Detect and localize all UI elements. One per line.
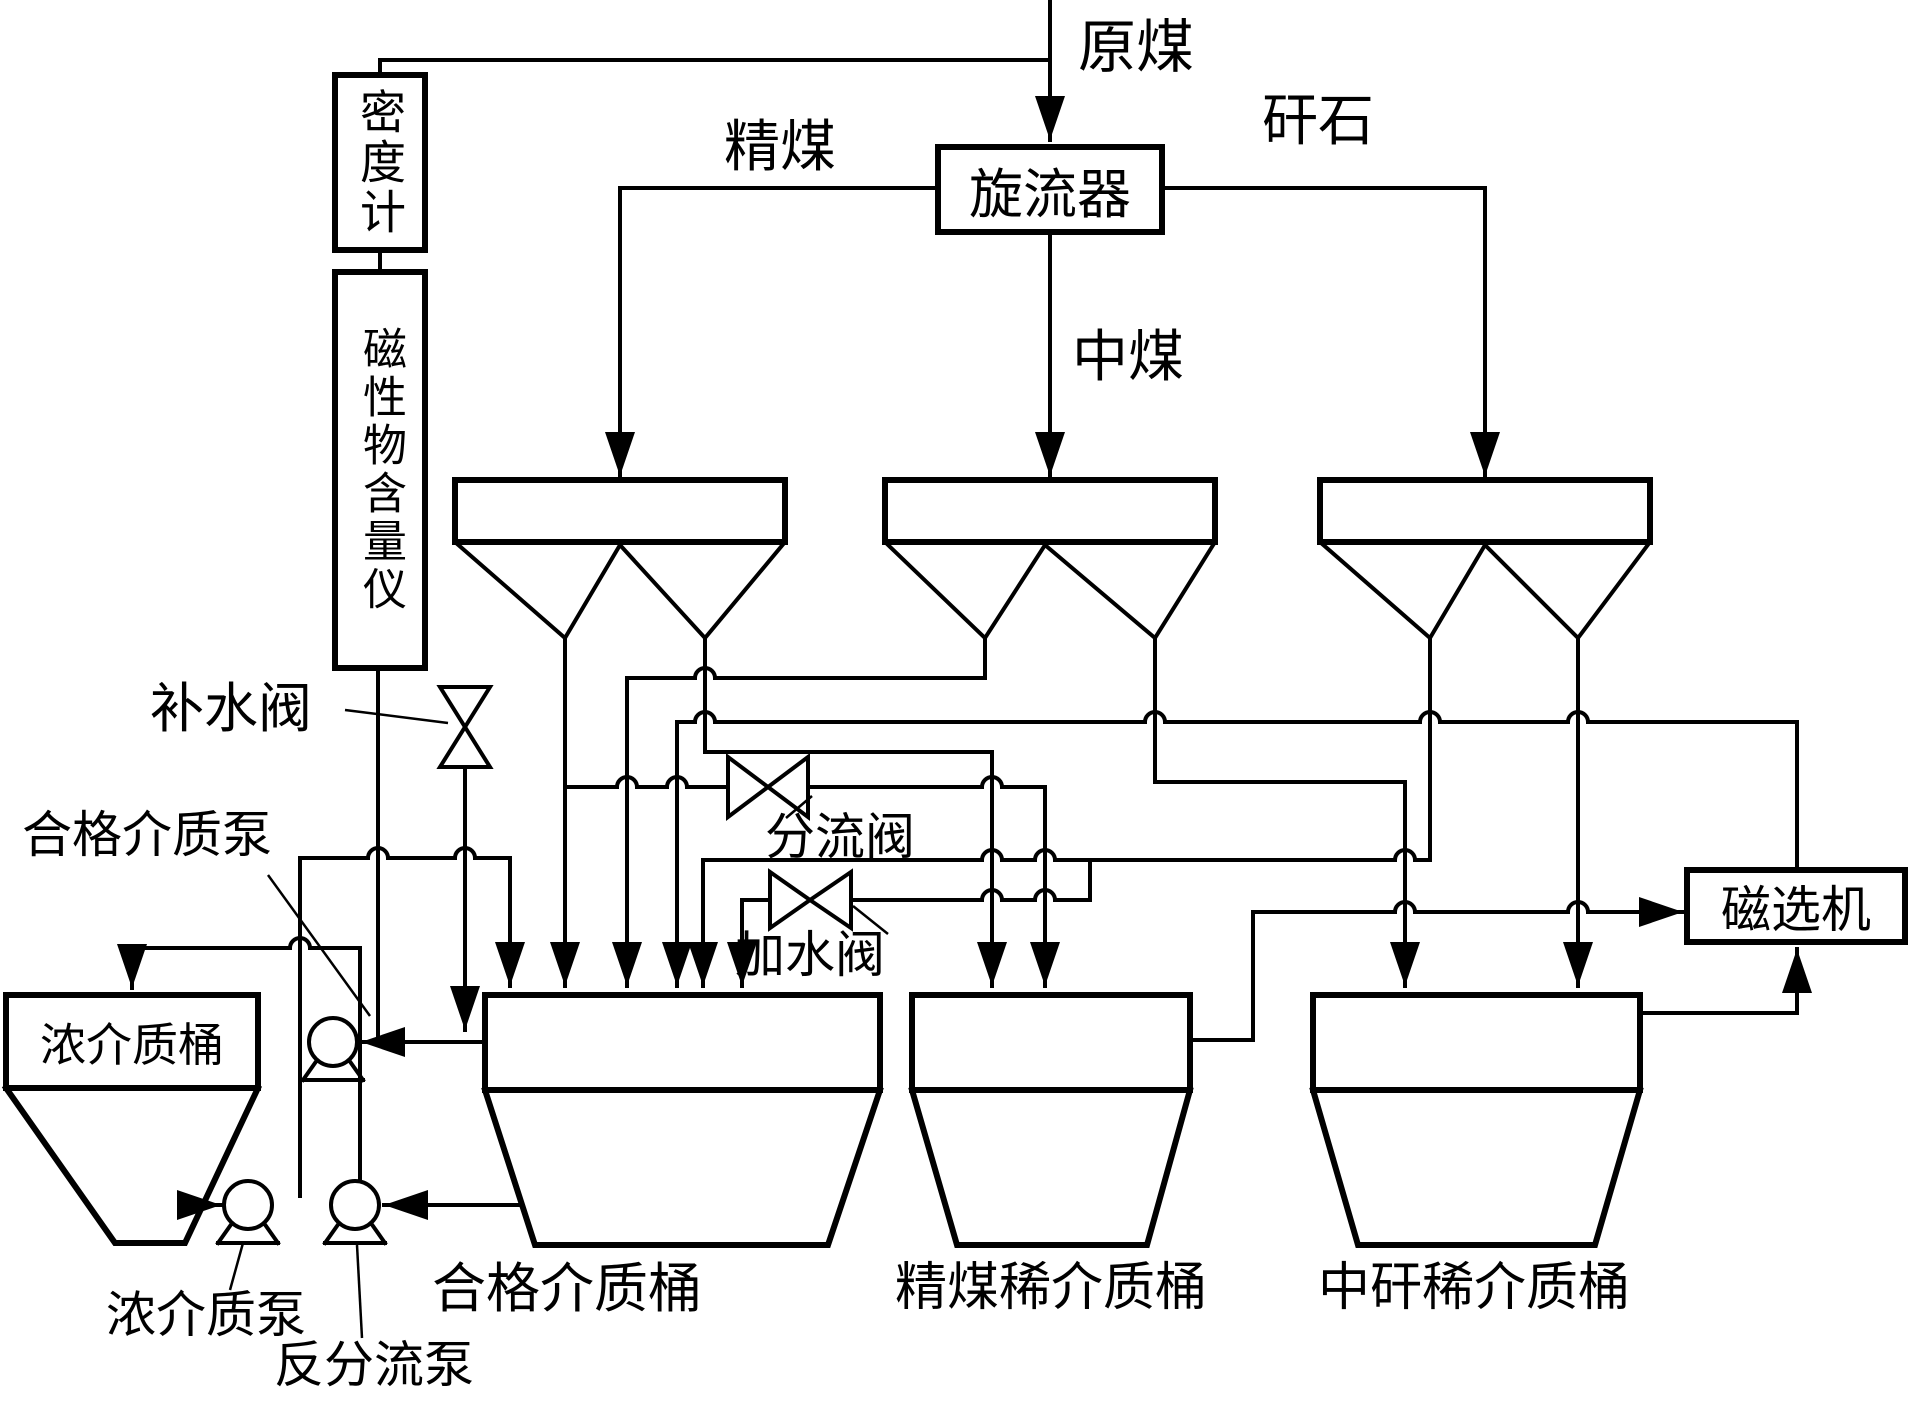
diverter-valve-leader (785, 795, 813, 819)
clean-coal-line (620, 186, 940, 476)
water-add-valve-label: 加水阀 (735, 926, 885, 984)
makeup-water-valve-symbol (436, 685, 494, 769)
sep1-dilute-route (703, 636, 994, 754)
clean-coal-dilute-tank (908, 992, 1194, 1248)
gangue-line (1160, 186, 1485, 476)
cyclone-label: 旋流器 (969, 163, 1131, 226)
conc-pump-return (298, 846, 512, 860)
conc-pump-leader (228, 1242, 245, 1291)
gangue-label: 矸石 (1262, 89, 1374, 154)
raw-coal-label: 原煤 (1078, 13, 1195, 81)
clean-dilute-to-magsep2 (1251, 897, 1685, 927)
clean-coal-screen (452, 477, 788, 642)
qualified-pump-leader (266, 874, 372, 1017)
water-add-valve-leader (852, 905, 889, 935)
water-add-line-right (849, 858, 1092, 902)
clean-coal-dilute-tank-label: 精煤稀介质桶 (895, 1258, 1208, 1318)
magnetic-separator-label: 磁选机 (1721, 881, 1871, 939)
makeup-valve-leader (344, 708, 449, 725)
magnetic-content-meter-label: 磁性物含量仪 (355, 326, 406, 614)
diverter-valve-symbol (726, 753, 810, 821)
concentrated-medium-pump-label: 浓介质泵 (106, 1286, 306, 1344)
concentrated-medium-tank (1, 992, 262, 1246)
mid-gangue-dilute-tank-label: 中矸稀介质桶 (1318, 1258, 1631, 1318)
reverse-split-return (130, 936, 362, 950)
reverse-split-pump-symbol (322, 1179, 388, 1246)
mid-gangue-dilute-tank (1309, 992, 1644, 1248)
medium-to-cyclone-line (378, 58, 1052, 77)
clean-coal-label: 精煤 (724, 115, 836, 180)
reverse-pump-leader (355, 1244, 364, 1339)
diverter-line-right (806, 775, 1047, 789)
concentrated-medium-tank-label: 浓介质桶 (40, 1017, 224, 1072)
magnetic-separator-top-line (675, 710, 1799, 870)
sep2-dilute-route (1153, 636, 1407, 784)
sep2-dense-route (625, 666, 987, 680)
diverter-valve-label: 分流阀 (765, 808, 915, 866)
middling-label: 中煤 (1072, 325, 1184, 390)
densimeter-label: 密度计 (353, 87, 407, 238)
makeup-water-valve-label: 补水阀 (150, 677, 312, 740)
water-add-valve-symbol (768, 868, 853, 932)
qualified-medium-tank-label: 合格介质桶 (432, 1257, 702, 1320)
diverter-line-left (563, 775, 730, 789)
reverse-split-pump-label: 反分流泵 (274, 1336, 474, 1394)
qualified-medium-pump-label: 合格介质泵 (22, 806, 272, 864)
magnetic-separator-box (1684, 867, 1908, 945)
gangue-screen (1317, 477, 1653, 642)
middling-screen (882, 477, 1218, 642)
qualified-medium-tank (481, 992, 884, 1248)
qualified-medium-pump-symbol (300, 1016, 366, 1083)
clean-dilute-to-magsep (1188, 910, 1255, 1042)
concentrated-medium-pump-symbol (215, 1179, 281, 1246)
